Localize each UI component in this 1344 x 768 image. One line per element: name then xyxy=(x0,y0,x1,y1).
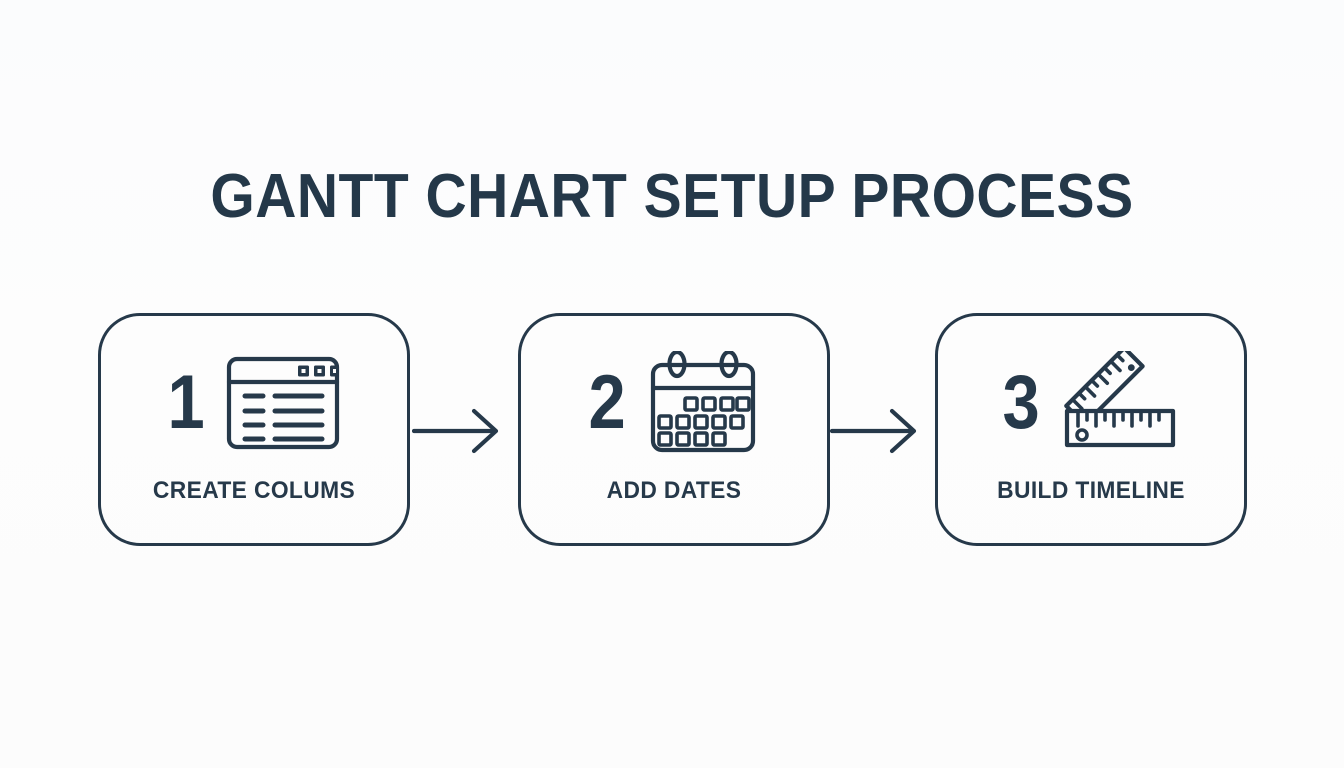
process-steps: 1 xyxy=(0,313,1344,549)
step-card-1-content: 1 xyxy=(101,344,407,462)
step-number-2: 2 xyxy=(588,360,626,445)
step-card-3-content: 3 xyxy=(938,344,1244,462)
step-label-3: BUILD TIMELINE xyxy=(997,477,1185,504)
arrow-right-icon-1 xyxy=(412,408,499,454)
arrow-right-icon-2 xyxy=(830,408,917,454)
step-card-2[interactable]: 2 xyxy=(518,313,830,546)
step-number-1: 1 xyxy=(167,360,205,445)
step-label-2: ADD DATES xyxy=(606,477,742,504)
step-card-3[interactable]: 3 xyxy=(935,313,1247,546)
step-number-3: 3 xyxy=(1002,360,1040,445)
rulers-icon xyxy=(1064,351,1176,448)
step-card-2-content: 2 xyxy=(521,344,827,462)
page-title: GANTT CHART SETUP PROCESS xyxy=(210,161,1134,231)
calendar-icon xyxy=(651,351,756,453)
browser-window-icon xyxy=(227,356,340,450)
step-label-1: CREATE COLUMS xyxy=(152,477,356,504)
step-card-1[interactable]: 1 xyxy=(98,313,410,546)
